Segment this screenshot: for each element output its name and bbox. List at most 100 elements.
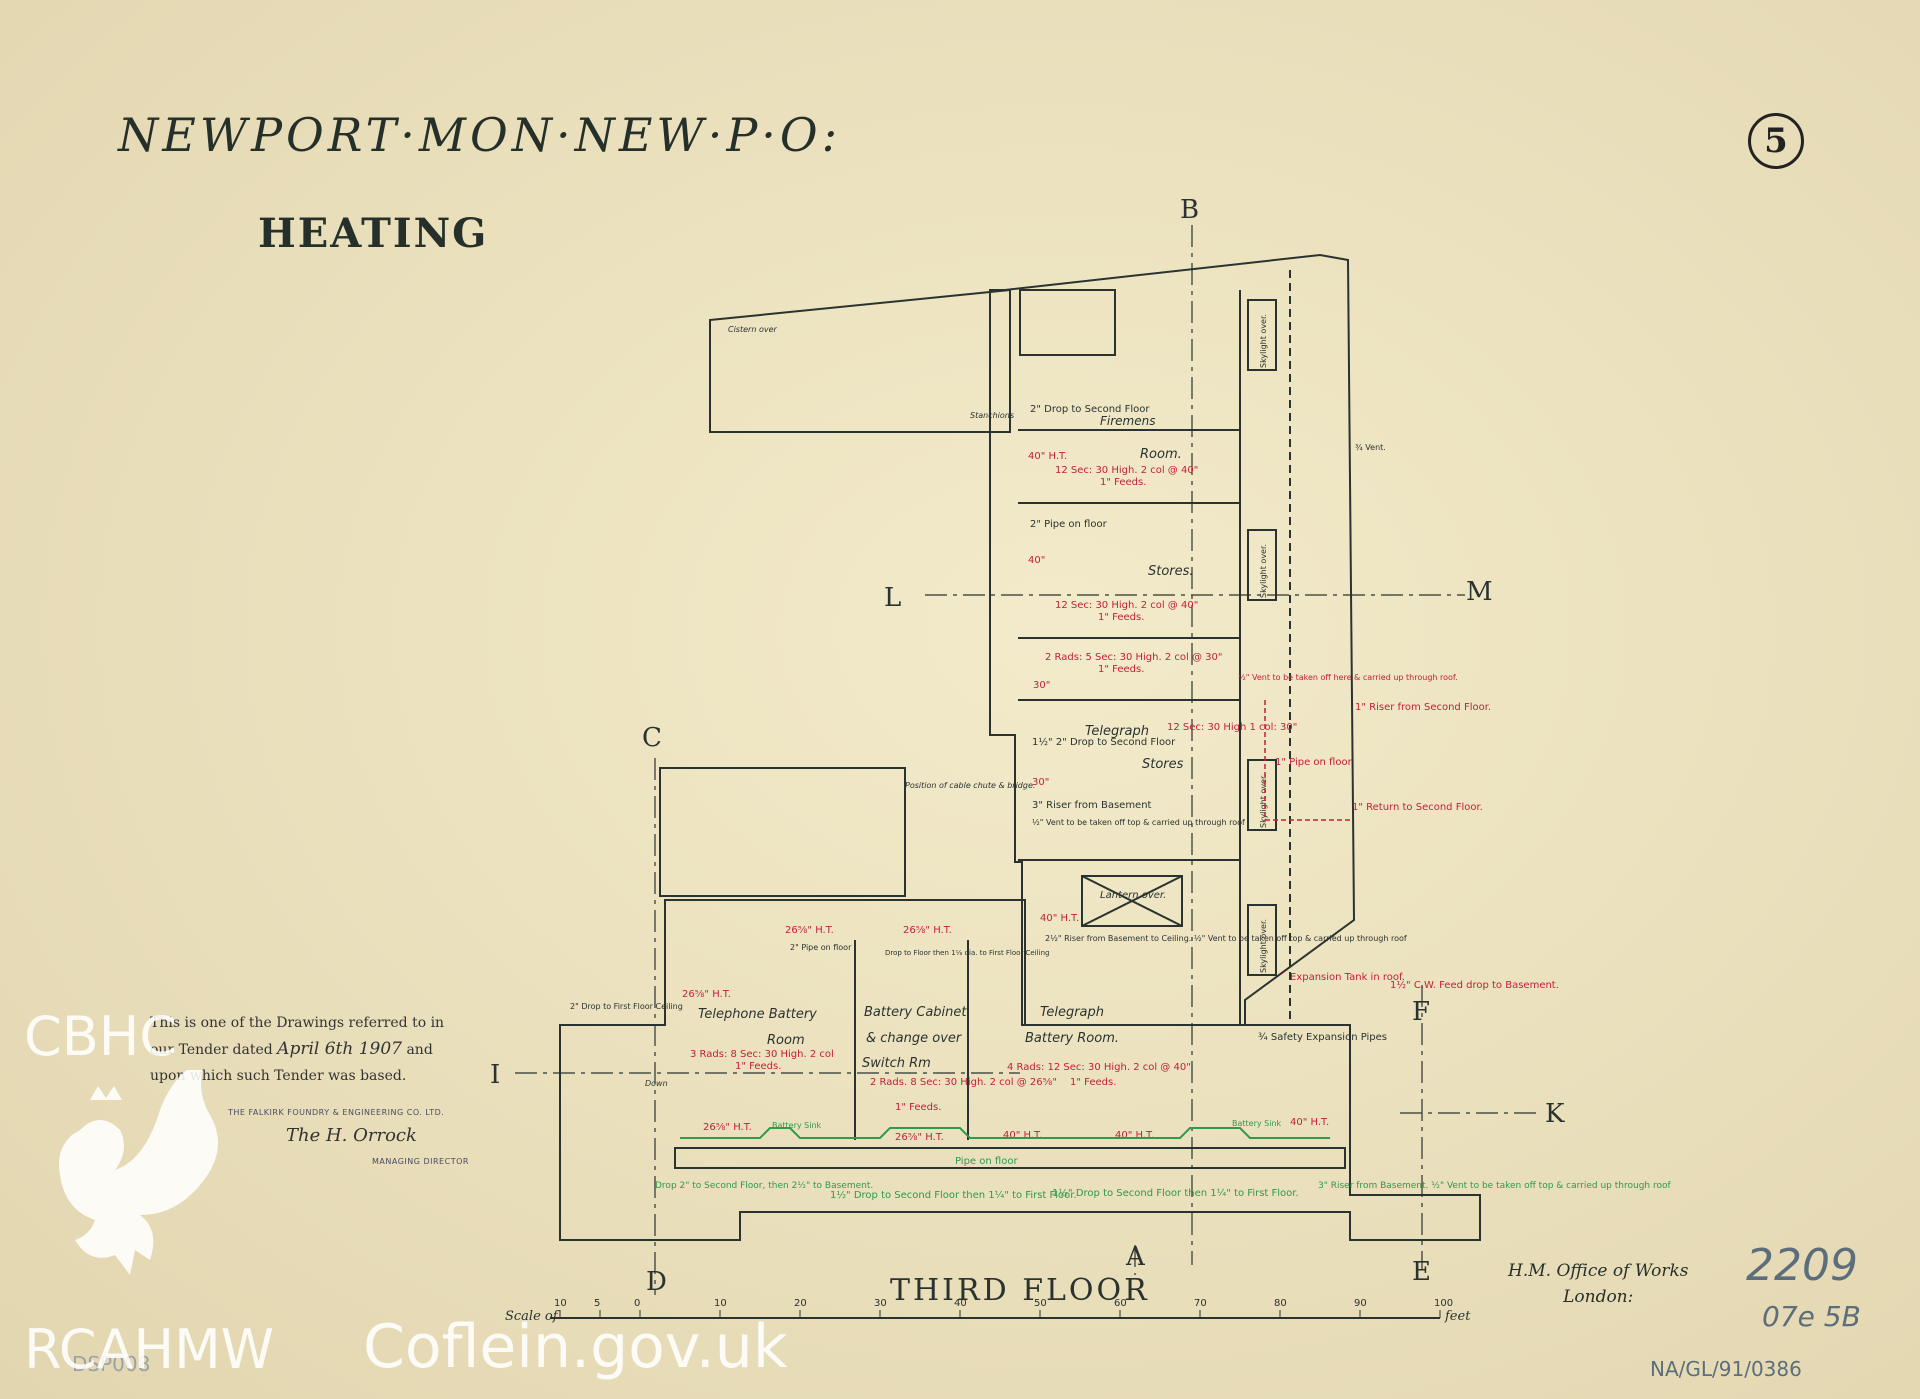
note-feeds-a: 1" Feeds.	[1100, 477, 1146, 488]
section-markers: B L M C I K D A E F	[490, 195, 1565, 1297]
wing-annex-outline	[709, 288, 1011, 433]
lantern-outline	[1081, 875, 1183, 927]
note-ht26-e: 26⅝" H.T.	[895, 1132, 944, 1143]
watermark-cbhc: CBHC	[24, 1005, 178, 1068]
scale-tick-label: 30	[874, 1298, 887, 1309]
room-room: Room.	[1140, 447, 1182, 462]
room-labels: Firemens Room. Stores. Telegraph Stores …	[645, 325, 1194, 1088]
room-telegraph-battery: Telegraph	[1040, 1005, 1104, 1020]
note-vent-roof-b: ½" Vent to be taken off here & carried u…	[1238, 673, 1458, 682]
scale-tick-label: 10	[714, 1298, 727, 1309]
green-pipe-run	[680, 1127, 1330, 1139]
note-pipe-on-floor-a: 2" Pipe on floor	[1030, 519, 1108, 530]
note-rad-a: 12 Sec: 30 High. 2 col @ 40"	[1055, 465, 1198, 476]
note-rad-b: 12 Sec: 30 High. 2 col @ 40"	[1055, 600, 1198, 611]
floor-title: THIRD FLOOR	[890, 1273, 1150, 1308]
tender-line-2: our Tender dated April 6th 1907 and	[150, 1036, 460, 1063]
skylight-3	[1247, 759, 1277, 831]
room-firemens: Firemens	[1100, 414, 1155, 428]
section-marker-a: A	[1125, 1242, 1146, 1272]
signature: The H. Orrock	[286, 1125, 417, 1146]
skylight-2	[1247, 529, 1277, 601]
note-expansion-tank: Expansion Tank in roof.	[1290, 972, 1405, 983]
note-riser-second: 1" Riser from Second Floor.	[1355, 702, 1491, 713]
note-drop-first-ceiling: 2" Drop to First Floor Ceiling	[570, 1002, 683, 1011]
room-cistern: Cistern over	[728, 325, 777, 334]
section-lines	[515, 225, 1540, 1295]
stair-outline	[1019, 289, 1116, 356]
note-ht30-b: 30"	[1032, 777, 1049, 788]
archive-ref: NA/GL/91/0386	[1650, 1357, 1802, 1381]
room-down: Down	[645, 1079, 668, 1088]
note-pipe-on-floor-c: 2" Pipe on floor	[790, 943, 852, 952]
room-telephone-battery: Telephone Battery	[698, 1007, 817, 1022]
note-drop-first-b: 1½" Drop to Second Floor then 1¼" to Fir…	[1052, 1187, 1299, 1199]
note-battery-sink-b: Battery Sink	[1232, 1119, 1282, 1128]
tender-line-1: This is one of the Drawings referred to …	[150, 1015, 445, 1031]
note-ht26-d: 26⅝" H.T.	[703, 1122, 752, 1133]
room-stores-1: Stores.	[1148, 564, 1194, 579]
scale-tick-label: 50	[1034, 1298, 1047, 1309]
room-cable-chute: Position of cable chute & bridge.	[905, 781, 1035, 790]
note-ht26-b: 26⅝" H.T.	[903, 925, 952, 936]
scale-tick-label: 70	[1194, 1298, 1207, 1309]
note-ht30-a: 30"	[1033, 680, 1050, 691]
note-pipe-on-floor-b: 1" Pipe on floor	[1275, 757, 1353, 768]
skylight-label-1: Skylight over.	[1259, 314, 1268, 368]
note-drop-second-b: 1½" 2" Drop to Second Floor	[1032, 736, 1176, 748]
note-drop-ceiling: Drop to Floor then 1⅛ dia. to First Floo…	[885, 949, 1049, 957]
note-pipe-on-floor-d: Pipe on floor	[955, 1156, 1018, 1167]
scale-tick-label: 40	[954, 1298, 967, 1309]
section-marker-e: E	[1412, 1257, 1431, 1287]
scale-tick-label: 20	[794, 1298, 807, 1309]
note-rad-d: 12 Sec: 30 High 1 col: 30"	[1167, 722, 1297, 733]
note-cw-feed: 1½" C.W. Feed drop to Basement.	[1390, 979, 1559, 991]
scale-tick-label: 60	[1114, 1298, 1127, 1309]
note-feeds-e: 1" Feeds.	[735, 1061, 781, 1072]
corridor-pipe-run	[674, 1147, 1346, 1169]
note-ht40-a: 40" H.T.	[1028, 451, 1067, 462]
note-vent-roof-a: ½" Vent to be taken off top & carried up…	[1032, 818, 1245, 827]
room-switch: Switch Rm	[862, 1056, 931, 1071]
skylight-label-3: Skylight over.	[1259, 774, 1268, 828]
note-rad-e: 3 Rads: 8 Sec: 30 High. 2 col	[690, 1049, 834, 1060]
scale-tick-label: 0	[634, 1298, 640, 1309]
red-pipe-run	[1264, 700, 1350, 821]
section-marker-b: B	[1180, 195, 1199, 225]
note-vent: ¾ Vent.	[1355, 443, 1386, 452]
scale-tick-label: 80	[1274, 1298, 1287, 1309]
note-ht40-d: 40" H.T.	[1003, 1130, 1042, 1141]
note-drop-basement: Drop 2" to Second Floor, then 2½" to Bas…	[655, 1181, 873, 1191]
company-stamp: THE FALKIRK FOUNDRY & ENGINEERING CO. LT…	[228, 1108, 445, 1117]
note-feeds-f: 1" Feeds.	[895, 1102, 941, 1113]
note-riser-basement-a: 3" Riser from Basement	[1032, 800, 1152, 811]
tender-line-2-suffix: and	[406, 1042, 433, 1058]
role-stamp: MANAGING DIRECTOR	[372, 1157, 469, 1166]
room-change-over: & change over	[866, 1031, 963, 1046]
note-ht40-f: 40" H.T.	[1290, 1117, 1329, 1128]
pencil-ref-sub: 07e 5B	[1762, 1300, 1861, 1333]
tender-date: April 6th 1907	[277, 1039, 402, 1059]
dragon-shape	[58, 1070, 218, 1275]
skylight-4	[1247, 904, 1277, 976]
heating-notes-red: 2" Drop to Second Floor 40" H.T. 12 Sec:…	[570, 404, 1559, 1143]
sheet-number-badge: 5	[1748, 113, 1804, 169]
note-ht26-c: 26⅝" H.T.	[682, 989, 731, 1000]
wall-outlines	[559, 253, 1481, 1241]
room-lantern: Lantern over.	[1100, 890, 1166, 901]
tender-line-3: upon which such Tender was based.	[150, 1068, 407, 1084]
scale-unit: feet	[1444, 1309, 1471, 1324]
watermark-site: Coflein.gov.uk	[363, 1312, 788, 1382]
note-safety-pipes: ¾ Safety Expansion Pipes	[1258, 1032, 1387, 1043]
section-marker-m: M	[1466, 577, 1493, 607]
welsh-dragon-logo	[58, 1070, 218, 1275]
skylight-label-4: Skylight over.	[1259, 919, 1268, 973]
note-ht40-b: 40"	[1028, 555, 1045, 566]
note-ht26-a: 26⅝" H.T.	[785, 925, 834, 936]
note-battery-sink-a: Battery Sink	[772, 1121, 822, 1130]
note-feeds-c: 1" Feeds.	[1098, 664, 1144, 675]
